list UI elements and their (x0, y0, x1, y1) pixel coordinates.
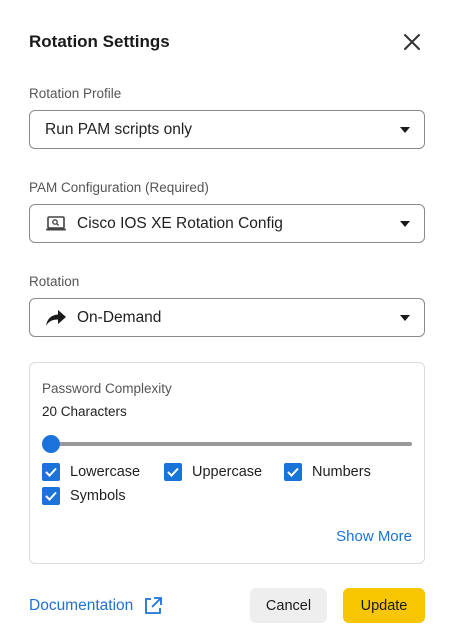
uppercase-checkbox[interactable]: Uppercase (164, 463, 262, 481)
lowercase-checkbox[interactable]: Lowercase (42, 463, 140, 481)
update-button[interactable]: Update (343, 588, 425, 623)
password-complexity-title: Password Complexity (42, 381, 172, 396)
show-more-link[interactable]: Show More (336, 528, 412, 545)
cancel-button[interactable]: Cancel (250, 588, 327, 623)
rotation-value: On-Demand (77, 308, 162, 326)
uppercase-label: Uppercase (192, 464, 263, 480)
slider-thumb[interactable] (42, 435, 60, 453)
external-link-icon (145, 597, 163, 614)
dialog-title: Rotation Settings (29, 32, 170, 51)
checkmark-icon (284, 463, 302, 481)
symbols-label: Symbols (70, 488, 126, 504)
laptop-icon (45, 215, 67, 233)
documentation-label: Documentation (29, 597, 134, 614)
rotation-select[interactable]: On-Demand (29, 298, 425, 337)
dialog-header: Rotation Settings (29, 30, 425, 54)
close-icon[interactable] (402, 32, 422, 52)
numbers-checkbox[interactable]: Numbers (284, 463, 371, 481)
password-length-slider[interactable] (42, 435, 412, 453)
symbols-checkbox[interactable]: Symbols (42, 487, 126, 505)
password-complexity-panel: Password Complexity 20 Characters Lowerc… (29, 362, 425, 564)
checkmark-icon (42, 487, 60, 505)
pam-configuration-label: PAM Configuration (Required) (29, 180, 209, 195)
caret-down-icon (400, 221, 410, 227)
checkmark-icon (42, 463, 60, 481)
rotation-profile-select[interactable]: Run PAM scripts only (29, 110, 425, 149)
checkmark-icon (164, 463, 182, 481)
slider-track (50, 442, 412, 446)
documentation-link[interactable]: Documentation (29, 596, 163, 616)
rotation-label: Rotation (29, 274, 80, 289)
rotation-profile-label: Rotation Profile (29, 86, 122, 101)
rotation-profile-value: Run PAM scripts only (45, 120, 193, 138)
share-arrow-icon (45, 309, 67, 327)
caret-down-icon (400, 127, 410, 133)
lowercase-label: Lowercase (70, 464, 141, 480)
pam-configuration-value: Cisco IOS XE Rotation Config (77, 214, 283, 232)
numbers-label: Numbers (312, 464, 371, 480)
password-length-text: 20 Characters (42, 404, 127, 419)
pam-configuration-select[interactable]: Cisco IOS XE Rotation Config (29, 204, 425, 243)
caret-down-icon (400, 315, 410, 321)
